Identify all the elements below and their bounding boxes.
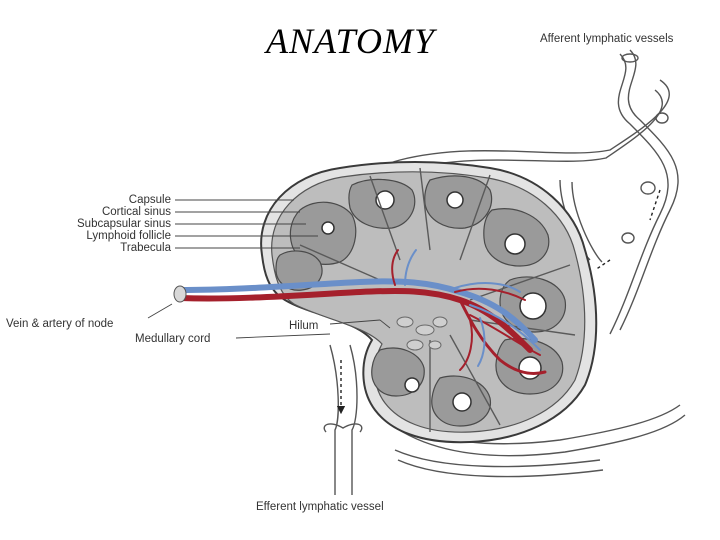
label-afferent: Afferent lymphatic vessels: [540, 33, 674, 45]
label-efferent: Efferent lymphatic vessel: [256, 501, 384, 513]
label-hilum: Hilum: [289, 320, 319, 332]
label-medullary-cord: Medullary cord: [135, 333, 211, 345]
label-capsule: Capsule: [128, 194, 171, 206]
blood-vessels: [173, 249, 547, 375]
label-trabecula: Trabecula: [120, 242, 171, 254]
lymph-node: [260, 161, 598, 444]
label-subcapsular-sinus: Subcapsular sinus: [77, 218, 171, 230]
label-vein-artery: Vein & artery of node: [6, 318, 114, 330]
label-cortical-sinus: Cortical sinus: [101, 206, 171, 218]
afferent-vessels: [359, 49, 679, 335]
leader-lines: [147, 199, 391, 339]
efferent-vessel: [323, 344, 686, 495]
slide-title: ANATOMY: [266, 21, 436, 61]
label-lymphoid-follicle: Lymphoid follicle: [86, 230, 171, 242]
